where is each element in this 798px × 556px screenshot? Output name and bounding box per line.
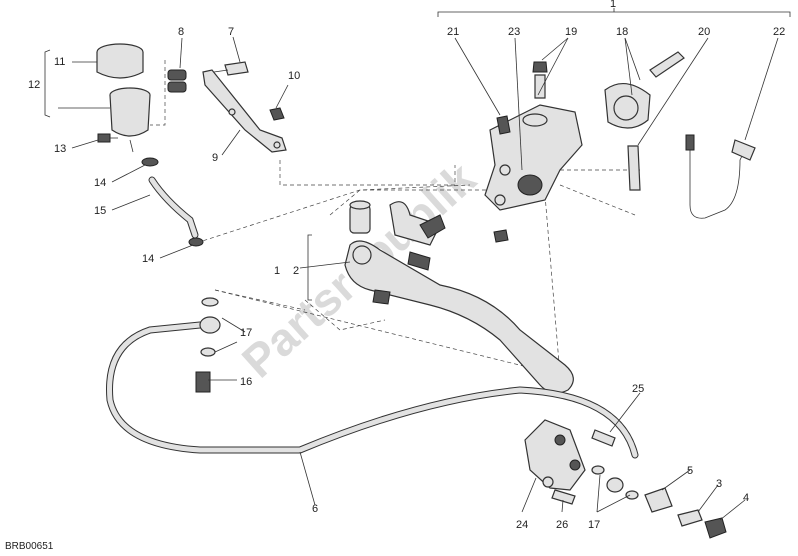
callout-3: 3 — [716, 478, 722, 490]
callout-7: 7 — [228, 26, 234, 38]
callout-25: 25 — [632, 383, 644, 395]
clamp-bolt — [649, 51, 685, 78]
reservoir-bracket-bolt — [97, 133, 118, 143]
small-pin — [496, 115, 511, 135]
callout-labels: 1 1 2 3 4 5 6 7 8 9 10 11 12 13 14 14 15… — [28, 0, 785, 531]
callout-1-top: 1 — [610, 0, 616, 10]
banjo-fitting-top — [195, 297, 221, 393]
callout-9: 9 — [212, 152, 218, 164]
bracket-nut — [269, 107, 285, 121]
reservoir-hose — [141, 157, 204, 247]
reservoir-bracket — [202, 69, 287, 153]
callout-19: 19 — [565, 26, 577, 38]
drawing-code: BRB00651 — [5, 541, 54, 552]
callout-4: 4 — [743, 492, 749, 504]
bleed-valve — [644, 487, 727, 539]
reservoir-cap — [96, 43, 144, 79]
callout-14-bottom: 14 — [142, 253, 154, 265]
callout-20: 20 — [698, 26, 710, 38]
callout-5: 5 — [687, 465, 693, 477]
reservoir-body — [109, 87, 151, 153]
callout-11: 11 — [54, 56, 65, 68]
handlebar-clamp — [604, 83, 651, 129]
pushrod — [627, 145, 641, 191]
callout-6: 6 — [312, 503, 318, 515]
callout-22: 22 — [773, 26, 785, 38]
lock-nut — [493, 229, 509, 243]
slave-bolts — [551, 429, 616, 505]
callout-23: 23 — [508, 26, 520, 38]
callout-17-bottom: 17 — [588, 519, 600, 531]
callout-17-top: 17 — [240, 327, 252, 339]
callout-8: 8 — [178, 26, 184, 38]
rubber-grommets — [167, 69, 187, 93]
bleed-screw-fittings — [532, 61, 548, 99]
callout-1-lever: 1 — [274, 265, 280, 277]
callout-15: 15 — [94, 205, 106, 217]
callout-26: 26 — [556, 519, 568, 531]
mounting-screw — [213, 61, 249, 76]
switch-wire — [685, 134, 756, 219]
clutch-hose — [106, 321, 639, 459]
callout-16: 16 — [240, 376, 252, 388]
callout-21: 21 — [447, 26, 459, 38]
assembly-guide-lines — [150, 60, 640, 376]
lever-adjuster — [389, 201, 446, 246]
slave-cylinder — [524, 419, 586, 491]
callout-18: 18 — [616, 26, 628, 38]
callout-2: 2 — [293, 265, 299, 277]
banjo-fitting-bottom — [591, 465, 639, 500]
leader-lines — [44, 8, 791, 521]
clutch-lever — [344, 240, 574, 394]
callout-12: 12 — [28, 79, 40, 91]
callout-24: 24 — [516, 519, 528, 531]
callout-14-top: 14 — [94, 177, 106, 189]
callout-10: 10 — [288, 70, 300, 82]
lever-pivot-bushing — [349, 200, 371, 234]
callout-13: 13 — [54, 143, 66, 155]
